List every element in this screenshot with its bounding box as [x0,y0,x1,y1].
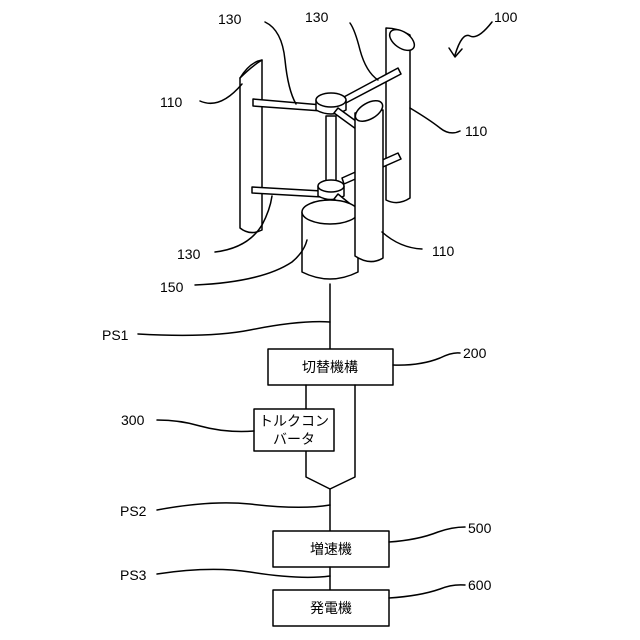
ref-500: 500 [468,520,492,536]
torque-converter-label-line2: バータ [273,432,315,448]
leader-110-left [200,84,242,103]
ref-130-right-top: 130 [305,9,329,25]
leader-130-left-top [265,22,296,104]
ref-600: 600 [468,577,492,593]
generator-label: 発電機 [310,601,352,617]
ref-ps2: PS2 [120,503,147,519]
leader-600 [389,585,465,598]
torque-converter-label-line1: トルクコン [259,414,329,430]
leader-130-right-top [350,23,378,80]
ref-110-right-top: 110 [465,123,488,139]
blade-back-right [386,25,418,202]
leader-ps1 [138,322,330,336]
leader-110-right-top [410,108,460,133]
blade-front-right [352,97,386,262]
ref-ps3: PS3 [120,567,147,583]
housing-150 [302,200,358,279]
leader-300 [157,420,254,431]
ref-ps1: PS1 [102,327,129,343]
ref-300: 300 [121,412,145,428]
ref-200: 200 [463,345,487,361]
gearbox-label: 増速機 [310,542,352,558]
leader-500 [389,527,465,542]
leader-200 [393,353,460,365]
leader-150 [195,240,307,285]
leader-ps3 [157,569,330,577]
leader-110-right-bottom [382,232,422,249]
ref-150: 150 [160,279,184,295]
leader-ps2 [157,503,330,510]
ref-130-left-top: 130 [218,11,242,27]
switching-mechanism-label: 切替機構 [302,360,358,376]
ref-100: 100 [494,9,518,25]
ref-110-right-bottom: 110 [432,243,455,259]
blade-left [240,60,262,233]
ref-110-left: 110 [160,94,183,110]
ref-130-left-bottom: 130 [177,246,201,262]
upper-arm-left [253,99,322,111]
rotor-shaft [326,116,336,188]
